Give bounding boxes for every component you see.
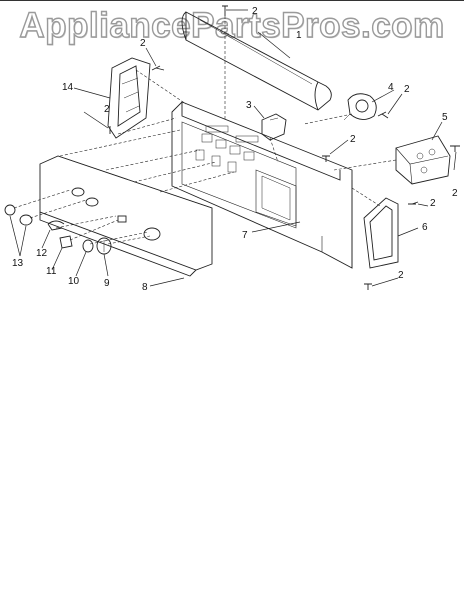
screws xyxy=(109,5,460,290)
callout-2-bottom: 2 xyxy=(398,270,404,281)
part-console-back-panel xyxy=(171,101,353,269)
part-front-panel xyxy=(39,155,213,277)
callout-2-left-lower: 2 xyxy=(104,104,110,115)
part-clip xyxy=(47,220,65,231)
part-switch xyxy=(261,113,287,141)
callout-2-center: 2 xyxy=(350,134,356,145)
callout-8: 8 xyxy=(142,282,148,293)
assembly-guide-lines xyxy=(13,16,397,245)
callout-2-right: 2 xyxy=(430,198,436,209)
callout-2-timer: 2 xyxy=(452,188,458,199)
callout-10: 10 xyxy=(68,276,80,287)
callout-6: 6 xyxy=(422,222,428,233)
callout-2-top: 2 xyxy=(252,6,258,17)
callout-12: 12 xyxy=(36,248,48,259)
part-knob-insert xyxy=(82,239,94,253)
part-pressure-switch xyxy=(343,93,377,121)
part-buttons xyxy=(4,204,33,226)
callout-11: 11 xyxy=(46,266,57,277)
callout-13: 13 xyxy=(12,258,24,269)
callout-5: 5 xyxy=(442,112,448,123)
part-left-end-cap xyxy=(107,57,151,139)
callout-1: 1 xyxy=(296,30,302,41)
callout-leaders xyxy=(9,9,457,287)
part-top-cover xyxy=(181,11,332,111)
top-border xyxy=(0,0,464,1)
callout-3: 3 xyxy=(246,100,252,111)
callout-9: 9 xyxy=(104,278,110,289)
callout-2-left-cap: 2 xyxy=(140,38,146,49)
callout-labels: 1 2 2 2 2 2 2 2 2 3 4 5 6 7 8 9 10 11 12… xyxy=(12,6,458,293)
part-timer xyxy=(395,135,451,185)
part-selector xyxy=(59,235,73,249)
callout-7: 7 xyxy=(242,230,248,241)
callout-14: 14 xyxy=(62,82,74,93)
watermark-logo: AppliancePartsPros.com xyxy=(19,5,445,45)
part-right-end-cap xyxy=(363,197,399,269)
callout-4: 4 xyxy=(388,82,394,93)
callout-2-pressure: 2 xyxy=(404,84,410,95)
